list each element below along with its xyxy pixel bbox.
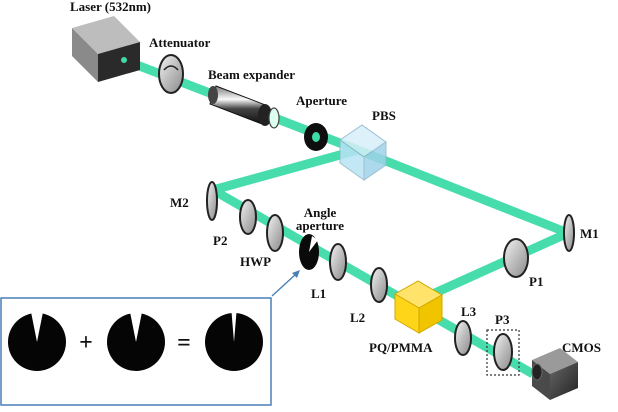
label-angle-aperture-line2: aperture bbox=[296, 218, 344, 233]
half-wave-plate bbox=[266, 214, 284, 252]
polarizer-p1 bbox=[503, 238, 529, 278]
label-m1: M1 bbox=[580, 226, 599, 241]
polarizer-p3 bbox=[486, 329, 520, 376]
beam-to-m2 bbox=[211, 145, 360, 195]
mirror-m1 bbox=[563, 214, 575, 252]
label-l2: L2 bbox=[350, 310, 365, 325]
label-p2: P2 bbox=[213, 233, 227, 248]
aperture-ring bbox=[304, 123, 328, 151]
inset-panel: + = bbox=[0, 297, 272, 406]
mirror-m2 bbox=[206, 181, 218, 221]
label-m2: M2 bbox=[170, 195, 189, 210]
lens-l3 bbox=[454, 320, 472, 356]
beam-to-m1 bbox=[356, 145, 570, 238]
label-l3: L3 bbox=[461, 304, 477, 319]
inset-equals-sign: = bbox=[177, 330, 191, 356]
label-pbs: PBS bbox=[372, 108, 396, 123]
label-p3: P3 bbox=[495, 312, 510, 327]
inset-plus-sign: + bbox=[79, 330, 93, 356]
inset-pointer-arrow bbox=[271, 270, 300, 297]
laser-source bbox=[72, 16, 140, 82]
pbs-cube bbox=[339, 124, 387, 181]
label-hwp: HWP bbox=[240, 254, 271, 269]
label-laser: Laser (532nm) bbox=[70, 0, 151, 14]
polarizer-p2 bbox=[239, 199, 257, 235]
label-attenuator: Attenuator bbox=[149, 35, 211, 50]
sample-cube bbox=[393, 280, 444, 334]
lens-l2 bbox=[370, 267, 388, 303]
label-cmos: CMOS bbox=[562, 340, 601, 355]
beam-m1-to-sample bbox=[413, 228, 570, 307]
lens-l1 bbox=[329, 243, 347, 281]
angle-aperture-disk bbox=[299, 234, 319, 270]
label-l1: L1 bbox=[311, 286, 326, 301]
inset-aperture-result bbox=[205, 312, 263, 371]
label-sample: PQ/PMMA bbox=[369, 340, 433, 355]
inset-aperture-1 bbox=[8, 312, 66, 371]
label-p1: P1 bbox=[529, 274, 543, 289]
label-beam-expander: Beam expander bbox=[208, 67, 295, 82]
cmos-camera bbox=[531, 348, 578, 400]
label-aperture: Aperture bbox=[296, 93, 347, 108]
inset-aperture-2 bbox=[107, 312, 165, 371]
attenuator-disk bbox=[158, 54, 184, 94]
label-angle-aperture-line1: Angle bbox=[304, 205, 337, 220]
beam-expander bbox=[208, 85, 280, 129]
